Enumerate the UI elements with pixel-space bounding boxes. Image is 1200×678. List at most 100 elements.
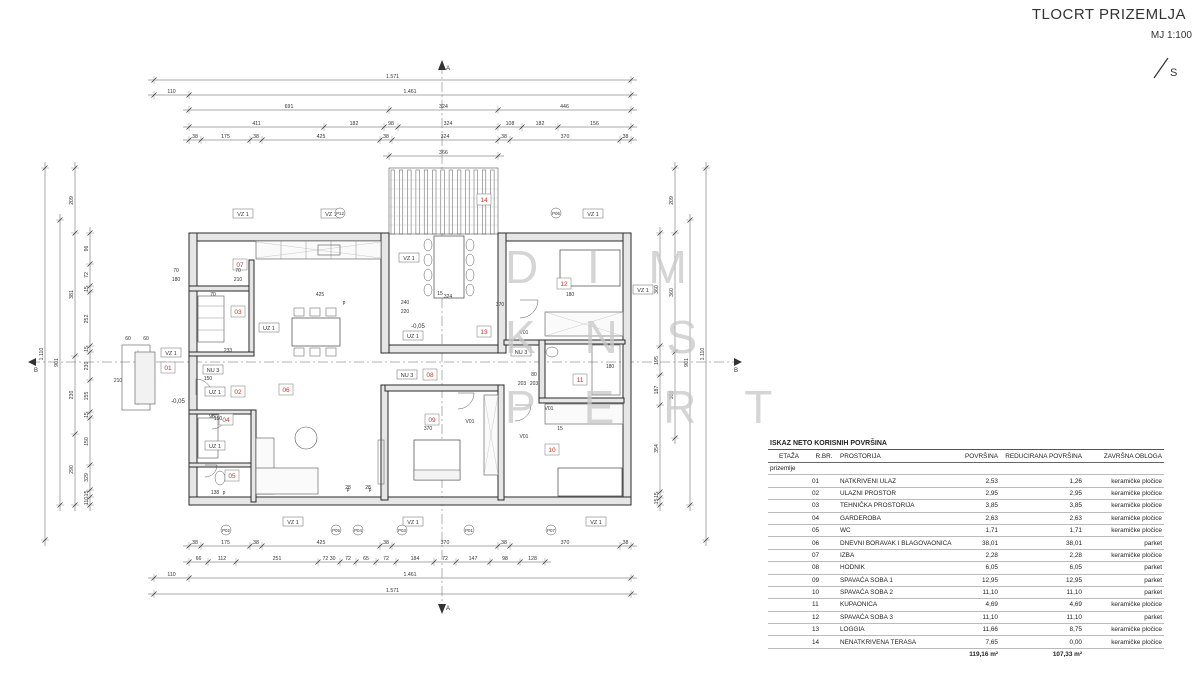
room-reduced-area: 3,85 xyxy=(1000,499,1084,513)
door-tag-label: UZ 1 xyxy=(263,326,275,332)
wall-loggia-east xyxy=(497,232,507,354)
room-area: 1,71 xyxy=(956,524,1000,538)
terrace-slat xyxy=(415,169,420,235)
door-tag-label: NU 3 xyxy=(401,373,414,379)
dimension-label: 360 xyxy=(654,285,660,294)
door-swing xyxy=(457,392,475,410)
room-name: SPAVAĆA SOBA 2 xyxy=(838,586,956,600)
window-tag xyxy=(282,516,304,527)
dimension-label: 38 xyxy=(192,134,198,140)
window-tag-label: VZ 1 xyxy=(587,212,599,218)
inner-dimension: 96 xyxy=(209,414,215,420)
point-marker-label: P05 xyxy=(332,528,340,533)
door-tag xyxy=(402,330,424,341)
inner-dimension: 203 xyxy=(518,381,527,387)
dimension-label: 370 xyxy=(561,540,570,546)
room-name: KUPAONICA xyxy=(838,598,956,612)
dimension-label: 252 xyxy=(84,315,90,324)
room-tag-number: 08 xyxy=(426,372,434,379)
loggia-chair xyxy=(465,238,475,252)
total-area: 119,16 m² xyxy=(969,651,998,659)
col-finish: ZAVRŠNA OBLOGA xyxy=(1084,450,1164,463)
room-finish: keramičke pločice xyxy=(1084,512,1164,525)
wall-loggia-west xyxy=(380,232,390,354)
room-area: 38,01 xyxy=(956,536,1000,550)
dimension-label: 1.461 xyxy=(404,89,417,95)
room-number: 03 xyxy=(810,499,838,513)
inner-dimension: 240 xyxy=(401,300,410,306)
dimension-label: 329 xyxy=(84,473,90,482)
room-name: IZBA xyxy=(838,549,956,563)
room-area: 7,65 xyxy=(956,635,1000,649)
dimension-label: 187 xyxy=(654,386,660,395)
point-marker-label: P07 xyxy=(547,528,555,533)
chair xyxy=(325,347,337,357)
inner-dimension: 203 xyxy=(530,381,539,387)
loggia-chair xyxy=(465,268,475,282)
room-name: SPAVAĆA SOBA 3 xyxy=(838,611,956,625)
dimension-label: 38 xyxy=(253,540,259,546)
room-tag xyxy=(476,325,492,338)
inner-dimension: 220 xyxy=(401,309,410,315)
inner-dimension: 370 xyxy=(424,426,433,432)
chair xyxy=(325,307,337,317)
wall-interior xyxy=(248,259,255,357)
dimension-label: 1.461 xyxy=(404,572,417,578)
dimension-label: 38 xyxy=(623,134,629,140)
room-tag xyxy=(556,277,572,290)
height-marker: p xyxy=(343,300,346,306)
inner-dimension: 370 xyxy=(496,302,505,308)
total-reduced-area: 107,33 m² xyxy=(1052,651,1082,659)
inner-dimension: 28 xyxy=(345,485,351,491)
room-tag-number: 10 xyxy=(548,447,556,454)
floor-row: prizemlje xyxy=(768,462,1164,476)
room-name: DNEVNI BORAVAK I BLAGOVAONICA xyxy=(838,536,956,550)
room-area: 2,63 xyxy=(956,512,1000,525)
terrace-slat xyxy=(432,169,437,235)
point-marker-label: P04 xyxy=(354,528,362,533)
room-tag-number: 01 xyxy=(164,365,172,372)
dimension-label: 425 xyxy=(317,134,326,140)
room-tag-number: 13 xyxy=(480,329,488,336)
room-tag-number: 12 xyxy=(560,281,568,288)
room-area: 11,66 xyxy=(956,623,1000,637)
loggia-chair xyxy=(423,268,433,282)
room-number: 08 xyxy=(810,561,838,575)
terrace-slat xyxy=(423,169,428,235)
room-finish: keramičke pločice xyxy=(1084,598,1164,612)
room-name: NENATKRIVENA TERASA xyxy=(838,635,956,649)
point-marker-label: P06 xyxy=(552,211,560,216)
room-reduced-area: 4,69 xyxy=(1000,598,1084,612)
section-arrow-icon xyxy=(438,60,446,70)
dimension-label: 15 xyxy=(84,412,90,418)
room-finish: parket xyxy=(1084,574,1164,587)
dimension-label: 98 xyxy=(388,121,394,127)
door-tag-label: NU 3 xyxy=(207,368,220,374)
kitchen-sink xyxy=(317,244,341,256)
terrace-slat xyxy=(457,169,462,235)
point-marker-icon xyxy=(396,524,408,536)
dimension-label: 182 xyxy=(536,121,545,127)
window-tag-label: VZ 1 xyxy=(325,212,337,218)
terrace-slat xyxy=(440,169,445,235)
section-arrow-icon xyxy=(28,358,36,366)
inner-dimension: 28 xyxy=(365,485,371,491)
dimension-label: 72 xyxy=(345,556,351,562)
section-arrow-icon xyxy=(734,358,742,366)
drawing-title: TLOCRT PRIZEMLJA xyxy=(1031,6,1186,23)
chair xyxy=(293,307,305,317)
wall-east xyxy=(622,232,632,506)
window-tag xyxy=(398,252,420,263)
dimension-label: 175 xyxy=(221,540,230,546)
door-swing xyxy=(514,404,532,422)
point-marker-label: P02 xyxy=(222,528,230,533)
inner-dimension: 80 xyxy=(531,372,537,378)
door-tag xyxy=(258,322,280,333)
room-reduced-area: 6,05 xyxy=(1000,561,1084,575)
dimension-label: 300 xyxy=(669,391,675,400)
dimension-label: 209 xyxy=(69,196,75,205)
room-number: 02 xyxy=(810,487,838,501)
